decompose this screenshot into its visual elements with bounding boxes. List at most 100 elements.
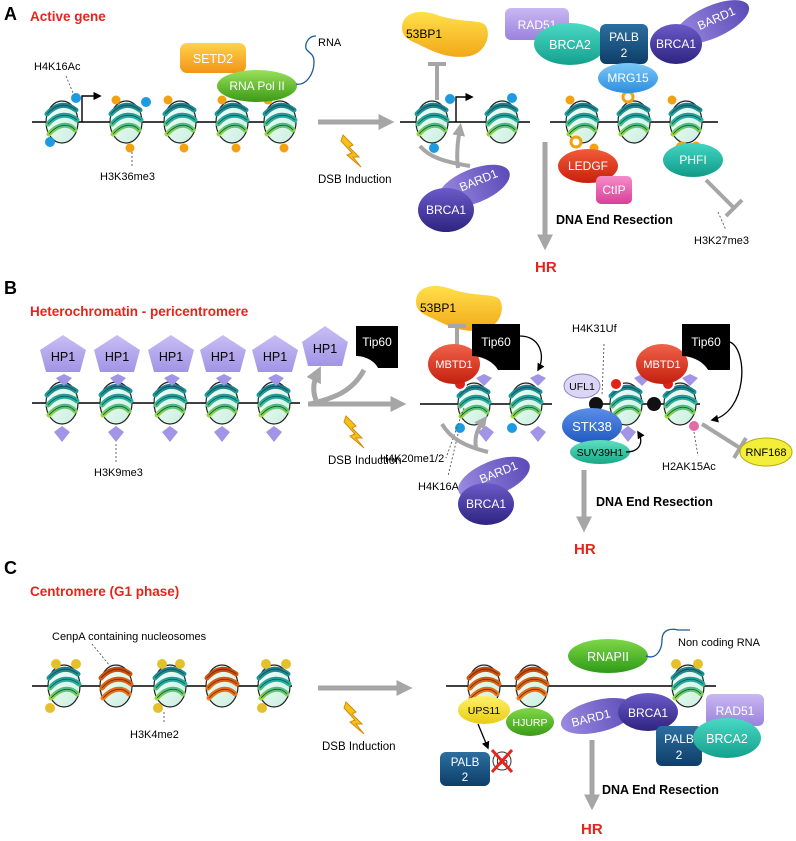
protein-brca1: [618, 693, 678, 731]
methylation-arrow: [625, 430, 645, 453]
label-hjurp: HJURP: [512, 717, 547, 729]
protein-phf1: [663, 143, 723, 177]
methyl-mark: [279, 143, 289, 153]
label-ups11: UPS11: [468, 705, 501, 717]
acetylation-arrow: [710, 341, 743, 423]
label-dna-end-resection: DNA End Resection: [602, 783, 719, 797]
label-palb2-line1: PALB: [609, 30, 639, 44]
label-h3k9me3: H3K9me3: [94, 467, 143, 479]
nucleosome: [154, 665, 186, 707]
label-h2ak15ac: H2AK15Ac: [662, 461, 716, 473]
lightning-icon: [343, 415, 365, 449]
protein-hp1: [40, 335, 86, 372]
methyl-mark: [71, 659, 81, 669]
panel-a: A Active gene H4K16Ac H3K36me3 SETD2 RNA…: [4, 0, 750, 276]
acetylation-arrow: [519, 335, 545, 372]
methyl-mark: [565, 95, 575, 105]
methyl-mark: [45, 703, 55, 713]
nucleosome: [618, 101, 650, 143]
label-hp1: HP1: [211, 350, 235, 364]
methyl-mark: [693, 659, 703, 669]
methyl-mark: [609, 377, 623, 391]
protein-hp1: [252, 335, 298, 372]
protein-rad51: [706, 694, 764, 726]
rna-strand: [645, 628, 690, 658]
label-hp1: HP1: [105, 350, 129, 364]
protein-setd2: [180, 43, 246, 73]
panel-c: C Centromere (G1 phase) CenpA containing…: [4, 558, 764, 838]
nucleosome: [48, 665, 80, 707]
methyl-mark: [153, 703, 163, 713]
nucleosome: [566, 101, 598, 143]
label-phf1: PHFI: [679, 153, 706, 167]
panel-a-title: Active gene: [30, 9, 106, 24]
label-mrg15: MRG15: [607, 71, 649, 85]
label-palb2-line2: 2: [676, 748, 683, 762]
protein-ups11: [458, 696, 510, 724]
protein-mrg15: [598, 63, 658, 93]
hp1-stub: [56, 374, 72, 386]
protein-tip60: [356, 326, 398, 368]
nucleosome: [206, 382, 238, 424]
protein-palb2: [600, 24, 648, 64]
label-tip60: Tip60: [362, 335, 392, 349]
tss-arrow: [455, 92, 474, 122]
acetyl-mark: [141, 97, 151, 107]
panel-b: B Heterochromatin - pericentromere HP1 H…: [4, 278, 793, 558]
panel-c-letter: C: [4, 558, 17, 578]
acetyl-mark: [689, 421, 699, 431]
methyl-mark: [569, 135, 583, 149]
removed-x-icon: [490, 748, 514, 774]
label-h3k4me2: H3K4me2: [130, 729, 179, 741]
label-dna-end-resection: DNA End Resection: [596, 495, 713, 509]
acetyl-mark: [45, 137, 55, 147]
hp1-stub: [530, 374, 546, 386]
hp1-stub: [108, 426, 124, 442]
nucleosome: [258, 382, 290, 424]
inhibition-bar: [428, 62, 446, 100]
protein-brca1: [650, 24, 702, 64]
acetyl-mark: [71, 93, 81, 103]
label-leader: [693, 431, 699, 457]
protein-tip60: [472, 324, 520, 370]
label-stk38: STK38: [572, 419, 612, 434]
label-palb2-line2: 2: [621, 46, 628, 60]
label-h4k16ac: H4K16Ac: [418, 481, 465, 493]
cenpa-nucleosome: [206, 665, 238, 707]
label-rad51: RAD51: [716, 704, 755, 718]
label-cenpa-nucleosomes: CenpA containing nucleosomes: [52, 631, 207, 643]
methyl-mark: [179, 143, 189, 153]
label-tip60: Tip60: [481, 335, 511, 349]
hp1-stub: [214, 426, 230, 442]
label-hp1: HP1: [263, 350, 287, 364]
protein-suv39h1: [570, 440, 630, 464]
label-brca2: BRCA2: [706, 732, 748, 746]
protein-brca1: [458, 483, 514, 525]
methyl-mark: [125, 143, 135, 153]
nucleosome: [46, 382, 78, 424]
protein-53bp1: [416, 286, 502, 331]
acetyl-mark: [455, 423, 465, 433]
label-53bp1: 53BP1: [420, 301, 456, 315]
methyl-mark: [671, 659, 681, 669]
acetyl-mark: [507, 423, 517, 433]
panel-c-title: Centromere (G1 phase): [30, 584, 179, 599]
nucleosome: [110, 101, 142, 143]
tss-arrow: [81, 91, 102, 122]
protein-rnf168: [739, 437, 793, 467]
label-rnapii: RNAPII: [587, 650, 629, 664]
protein-brca2: [693, 718, 761, 758]
nucleosome: [46, 101, 78, 143]
label-hr: HR: [535, 259, 557, 276]
label-hp1: HP1: [159, 350, 183, 364]
methyl-mark: [231, 143, 241, 153]
nucleosome: [258, 665, 290, 707]
methyl-mark: [51, 659, 61, 669]
label-palb2-line1: PALB: [451, 757, 480, 769]
label-mbtd1: MBTD1: [643, 359, 680, 371]
protein-rna-pol-ii: [217, 70, 297, 102]
label-hr: HR: [574, 541, 596, 558]
label-hp1: HP1: [313, 342, 337, 356]
label-53bp1: 53BP1: [406, 27, 442, 41]
nucleosome: [416, 101, 448, 143]
